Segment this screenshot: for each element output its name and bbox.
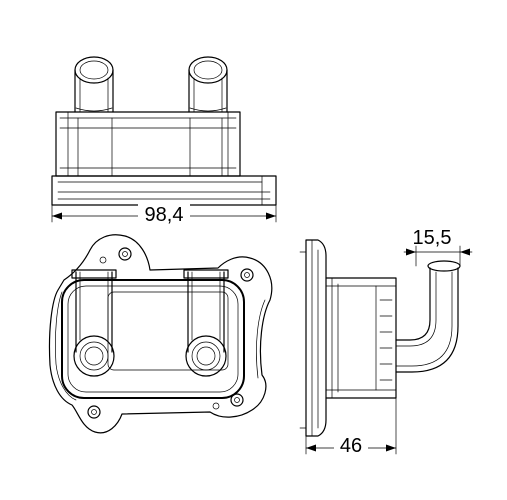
height-dimension: 46: [305, 397, 397, 457]
mounting-hole-bottom-left: [87, 405, 101, 419]
height-dimension-label: 46: [340, 435, 362, 457]
mounting-hole-top: [118, 247, 132, 261]
left-pipe: [74, 56, 114, 113]
flange-outline: [48, 234, 273, 434]
top-view: 98,4: [51, 56, 277, 226]
right-port: [183, 269, 229, 377]
plan-view: [48, 234, 273, 434]
cooler-body-end: [325, 277, 397, 399]
pipe-diameter-dimension: 15,5: [403, 227, 473, 267]
cooler-body-side: [55, 111, 241, 177]
mounting-hole-right: [240, 268, 254, 282]
side-flange: [305, 239, 327, 437]
mounting-hole-bottom-right: [230, 393, 244, 407]
side-view: 15,5 46: [299, 227, 473, 457]
base-flange-side: [51, 175, 277, 206]
width-dimension: 98,4: [51, 201, 277, 226]
left-port: [71, 269, 117, 377]
pipe-diameter-label: 15,5: [413, 227, 452, 249]
width-dimension-label: 98,4: [145, 204, 184, 226]
inner-seal: [61, 279, 245, 399]
right-pipe: [188, 56, 228, 113]
bent-pipe: [395, 260, 461, 373]
